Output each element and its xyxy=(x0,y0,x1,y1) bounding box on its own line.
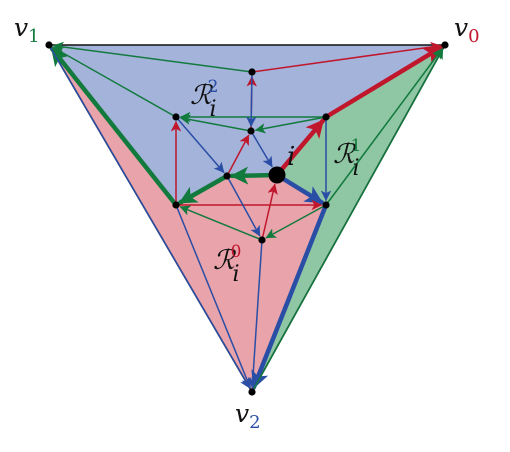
edge-a-c xyxy=(246,71,257,128)
edges xyxy=(48,41,446,393)
edge-f-d xyxy=(178,173,230,205)
edge-d-v1 xyxy=(49,46,179,208)
edge-h-i xyxy=(261,183,278,241)
labels: v1 v0 v2 i ℛi2 ℛi1 ℛi0 xyxy=(14,13,480,433)
edge-a-v1 xyxy=(52,41,253,73)
edge-g-h xyxy=(265,204,327,239)
vertex-v0 xyxy=(441,41,449,49)
edge-c-i xyxy=(250,130,273,168)
label-center-i: i xyxy=(287,142,295,172)
label-region-0: ℛi0 xyxy=(213,242,241,287)
edge-i-g xyxy=(274,172,324,205)
edge-e-c xyxy=(254,116,327,134)
edge-h-d xyxy=(179,205,263,241)
region-0 xyxy=(49,45,326,392)
edge-d-v2 xyxy=(175,204,252,389)
label-region-2: ℛi2 xyxy=(190,77,218,122)
regions xyxy=(49,45,445,392)
edge-b-f xyxy=(175,116,225,173)
edge-f-h xyxy=(226,175,261,237)
label-v2: v2 xyxy=(235,399,261,433)
vertex-d xyxy=(172,201,180,209)
vertex-g xyxy=(322,201,330,209)
vertex-e xyxy=(322,113,330,121)
vertex-c xyxy=(247,127,255,135)
label-v1: v1 xyxy=(14,13,40,47)
edge-v1-v2 xyxy=(48,44,251,389)
vertex-i xyxy=(268,166,286,184)
edge-e-v0 xyxy=(323,45,443,120)
edge-f-c xyxy=(226,134,250,177)
edge-b-v1 xyxy=(52,46,177,118)
edge-v2-v0 xyxy=(251,48,444,393)
vertex-f xyxy=(223,172,231,180)
edge-g-v0 xyxy=(325,48,443,206)
vertex-h xyxy=(258,236,266,244)
edge-g-v2 xyxy=(251,202,329,390)
label-region-1: ℛi1 xyxy=(333,136,361,181)
vertex-a xyxy=(248,68,256,76)
edge-i-e xyxy=(274,118,326,178)
vertex-v1 xyxy=(45,41,53,49)
vertex-b xyxy=(172,113,180,121)
vertices xyxy=(45,41,449,396)
edge-c-b xyxy=(179,114,252,132)
vertex-v2 xyxy=(248,388,256,396)
label-v0: v0 xyxy=(454,13,480,47)
edge-h-v2 xyxy=(247,239,263,389)
edge-a-v0 xyxy=(251,41,442,73)
